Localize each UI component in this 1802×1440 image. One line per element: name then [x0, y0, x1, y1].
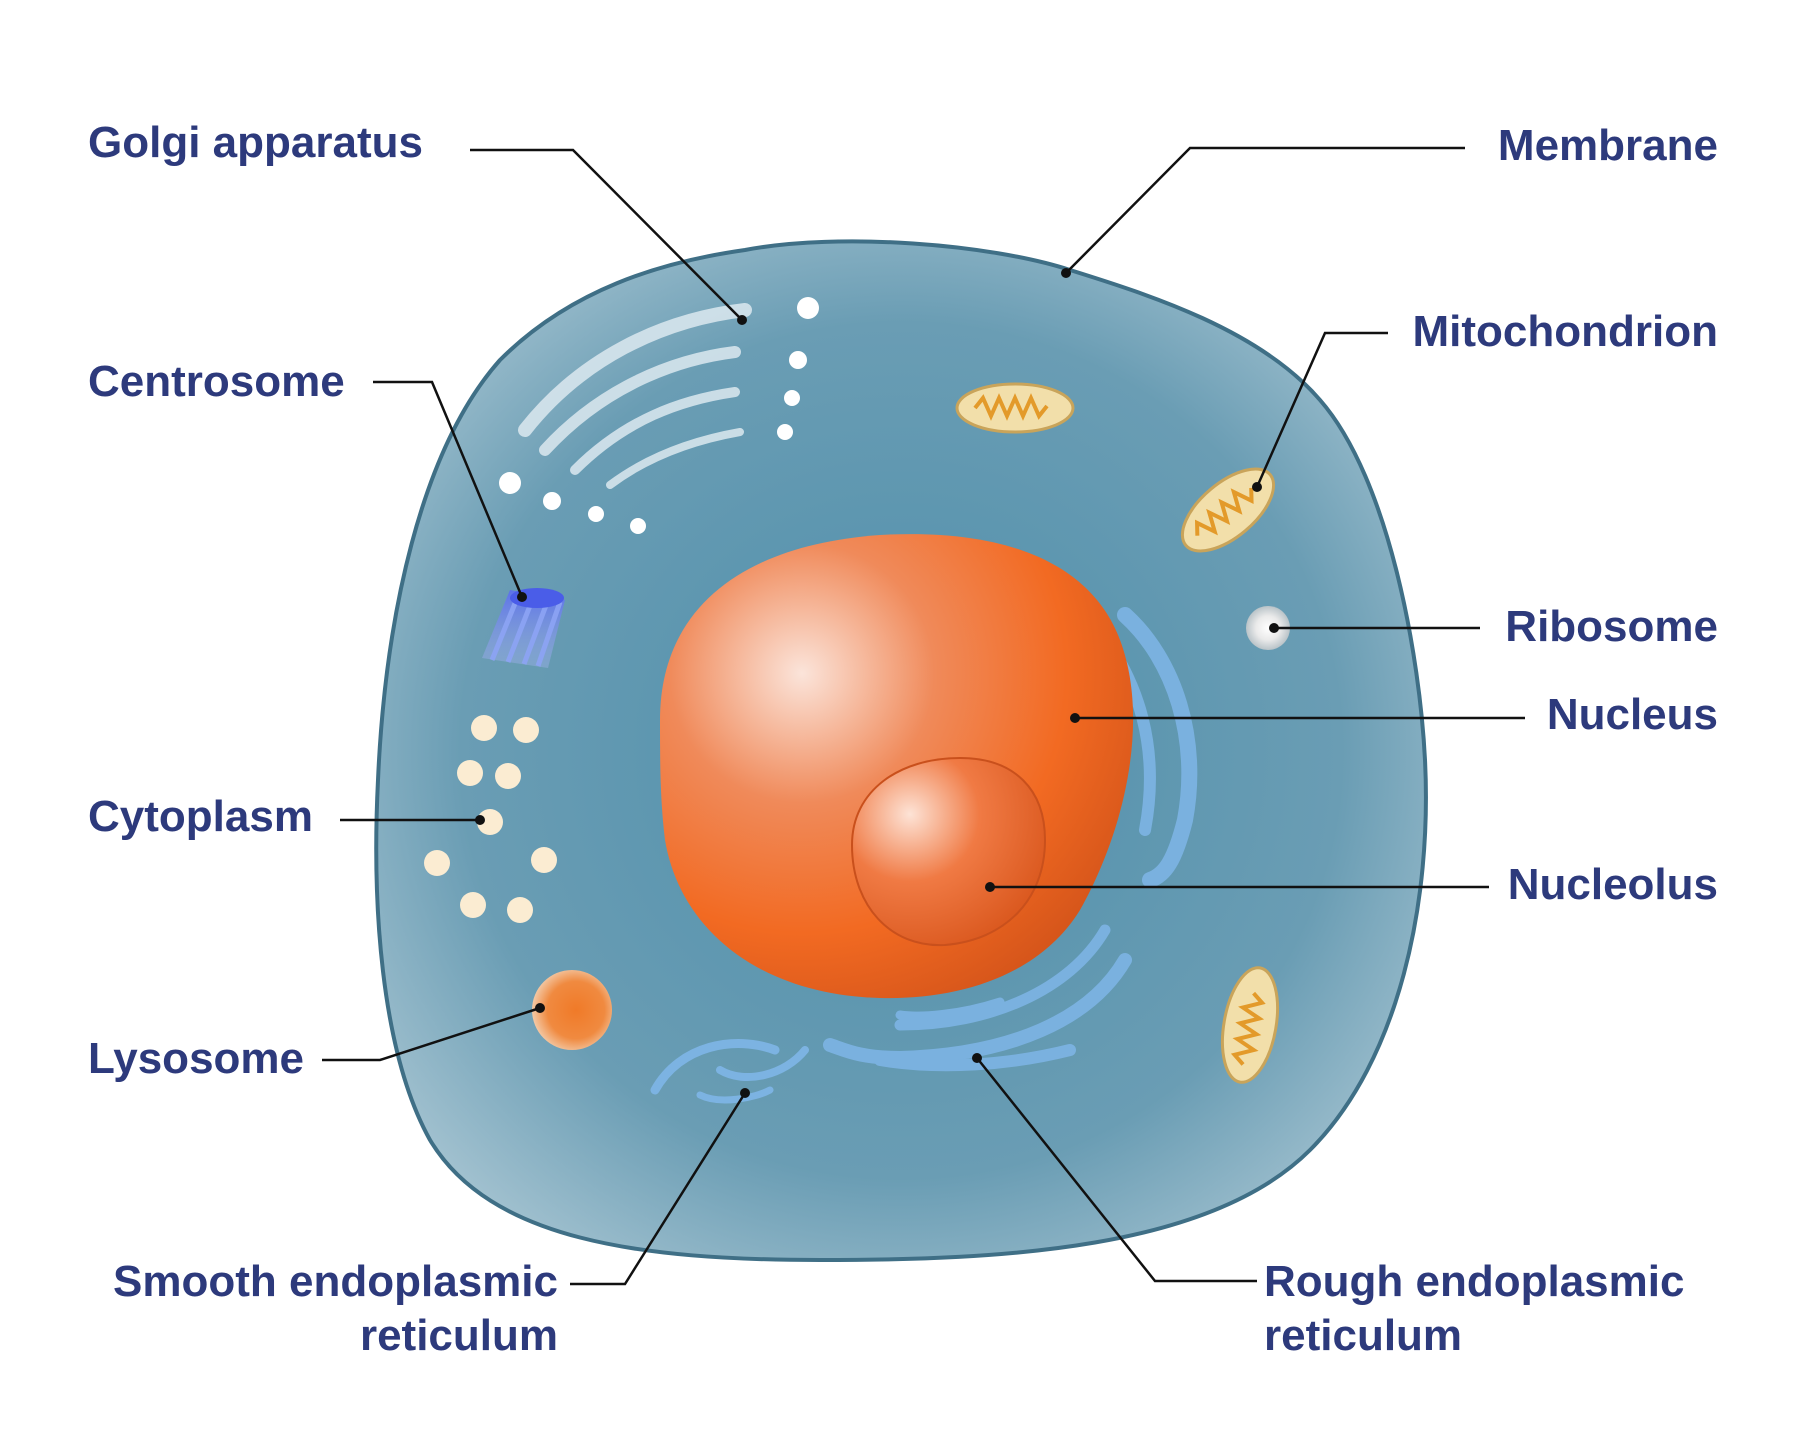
membrane-leader	[1065, 146, 1465, 274]
label-cytoplasm: Cytoplasm	[88, 792, 313, 841]
label-nucleus: Nucleus	[1546, 690, 1718, 739]
smooth-er-leader	[570, 1092, 747, 1286]
label-centrosome: Centrosome	[88, 357, 345, 406]
label-smooth-er: Smooth endoplasmic reticulum	[113, 1255, 558, 1363]
label-mitochondrion: Mitochondrion	[1412, 307, 1719, 356]
mitochondrion-1	[955, 382, 1075, 434]
golgi-vesicles	[499, 297, 819, 534]
ribosome	[1246, 606, 1290, 650]
label-golgi-apparatus: Golgi apparatus	[88, 118, 423, 167]
mitochondrion-leader	[1255, 331, 1388, 488]
lysosome	[532, 970, 612, 1050]
mitochondrion-3	[1220, 966, 1280, 1084]
smooth-er	[650, 1039, 809, 1104]
label-lysosome: Lysosome	[88, 1034, 305, 1083]
golgi-leader	[470, 148, 743, 321]
label-rough-er: Rough endoplasmic reticulum	[1264, 1255, 1684, 1363]
label-nucleolus: Nucleolus	[1507, 860, 1718, 909]
golgi-apparatus	[518, 303, 752, 489]
label-smooth-er-line1: Smooth endoplasmic	[113, 1257, 558, 1306]
rough-er-leader	[976, 1057, 1257, 1283]
label-ribosome: Ribosome	[1505, 602, 1718, 651]
mitochondrion-2	[1180, 467, 1276, 553]
leader-dots	[475, 268, 1279, 1098]
centrosome-leader	[373, 380, 524, 598]
label-membrane: Membrane	[1497, 121, 1718, 170]
lysosome-leader	[322, 1006, 541, 1062]
label-rough-er-line1: Rough endoplasmic	[1264, 1257, 1685, 1306]
cytoplasm-vesicles	[424, 715, 557, 923]
label-rough-er-line2: reticulum	[1264, 1311, 1463, 1360]
leader-lines	[322, 146, 1525, 1286]
label-smooth-er-line2: reticulum	[359, 1311, 558, 1360]
nucleolus	[850, 756, 1047, 947]
